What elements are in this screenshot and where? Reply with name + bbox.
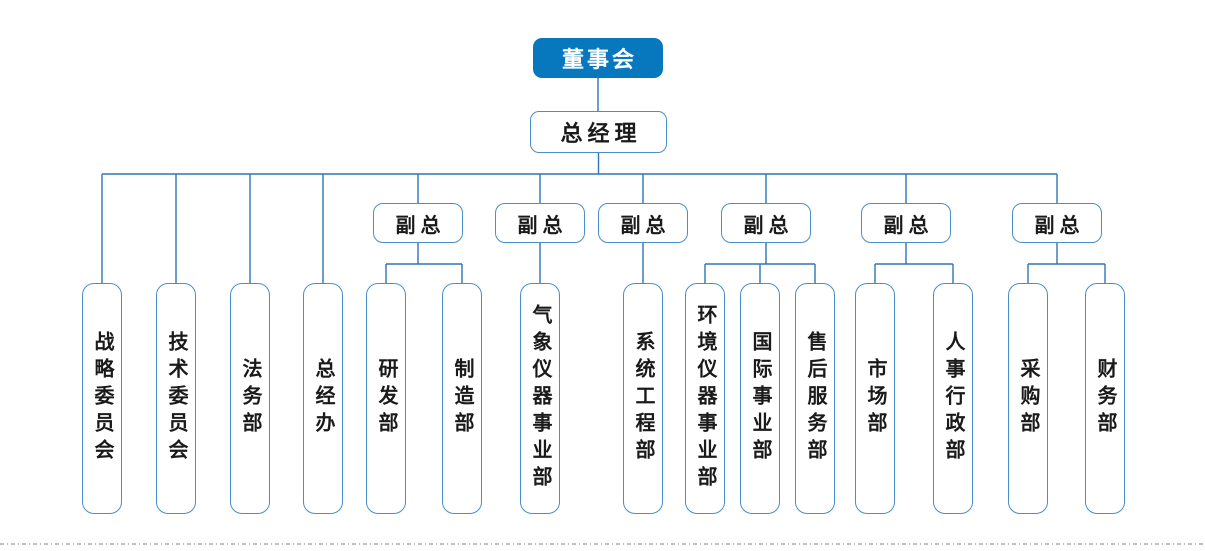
vice-gm-label: 副总: [743, 214, 794, 237]
dept-box-marketing: 市场部: [855, 283, 895, 514]
dept-label: 环境仪器事业部: [694, 304, 716, 493]
dept-label: 售后服务部: [804, 331, 826, 466]
dept-box-technology-committee: 技术委员会: [156, 283, 196, 514]
dept-label: 总经办: [312, 358, 334, 439]
dept-label: 国际事业部: [749, 331, 771, 466]
dept-box-environmental-instruments: 环境仪器事业部: [685, 283, 725, 514]
dept-box-gm-office: 总经办: [303, 283, 343, 514]
vice-gm-box-1: 副总: [373, 203, 463, 243]
vice-gm-box-5: 副总: [861, 203, 951, 243]
dept-label: 气象仪器事业部: [529, 304, 551, 493]
dept-box-strategy-committee: 战略委员会: [82, 283, 122, 514]
dept-box-meteorological-instruments: 气象仪器事业部: [520, 283, 560, 514]
dept-box-finance: 财务部: [1085, 283, 1125, 514]
general-manager-box: 总经理: [530, 111, 667, 153]
dept-box-international-business: 国际事业部: [740, 283, 780, 514]
dept-label: 制造部: [451, 358, 473, 439]
dept-box-after-sales-service: 售后服务部: [795, 283, 835, 514]
vice-gm-label: 副总: [883, 214, 934, 237]
dept-box-rnd: 研发部: [366, 283, 406, 514]
dept-box-legal: 法务部: [230, 283, 270, 514]
dept-label: 采购部: [1017, 358, 1039, 439]
dept-label: 人事行政部: [942, 331, 964, 466]
vice-gm-label: 副总: [1034, 214, 1085, 237]
vice-gm-box-4: 副总: [721, 203, 811, 243]
dept-label: 战略委员会: [91, 331, 113, 466]
board-of-directors-box: 董事会: [533, 38, 663, 78]
dept-box-procurement: 采购部: [1008, 283, 1048, 514]
dept-label: 研发部: [375, 358, 397, 439]
vice-gm-label: 副总: [395, 214, 446, 237]
dept-label: 法务部: [239, 358, 261, 439]
dept-box-manufacturing: 制造部: [442, 283, 482, 514]
vice-gm-label: 副总: [620, 214, 671, 237]
dept-label: 技术委员会: [165, 331, 187, 466]
board-of-directors-label: 董事会: [561, 47, 637, 72]
general-manager-label: 总经理: [560, 121, 642, 146]
vice-gm-label: 副总: [517, 214, 568, 237]
dept-box-systems-engineering: 系统工程部: [623, 283, 663, 514]
vice-gm-box-2: 副总: [495, 203, 585, 243]
dept-label: 市场部: [864, 358, 886, 439]
dept-label: 财务部: [1094, 358, 1116, 439]
vice-gm-box-3: 副总: [598, 203, 688, 243]
vice-gm-box-6: 副总: [1012, 203, 1102, 243]
dept-label: 系统工程部: [632, 331, 654, 466]
dept-box-hr-admin: 人事行政部: [933, 283, 973, 514]
